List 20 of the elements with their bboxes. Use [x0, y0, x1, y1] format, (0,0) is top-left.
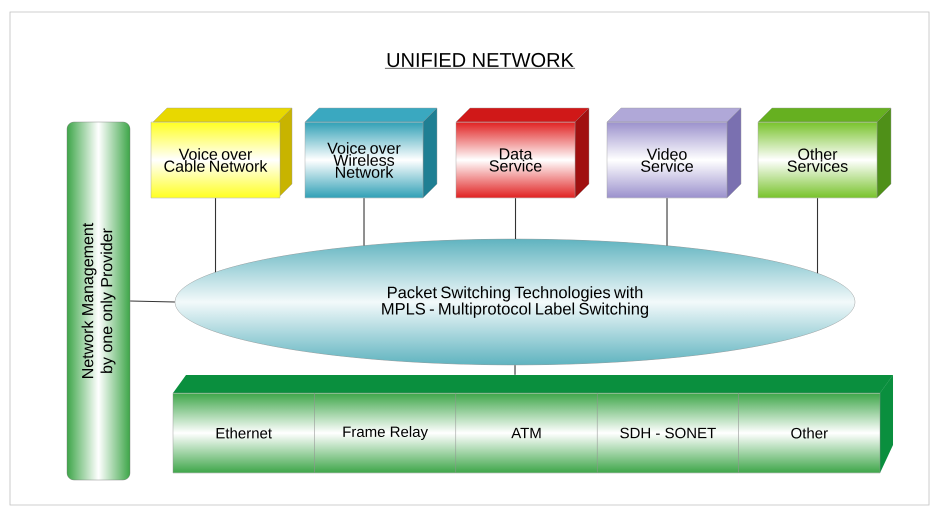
- title: UNIFIED NETWORK: [388, 52, 574, 68]
- connector-line: [130, 300, 175, 303]
- technology-cell: Frame Relay: [314, 392, 456, 474]
- connector-line: [514, 198, 516, 239]
- technology-band: [173, 375, 893, 473]
- service-box: Voice over Wireless Network: [304, 108, 438, 198]
- service-box: Video Service: [606, 108, 742, 198]
- connector-line: [816, 198, 818, 274]
- connector-line: [363, 198, 365, 246]
- service-box: Voice over Cable Network: [150, 108, 292, 198]
- service-box: Data Service: [456, 108, 590, 198]
- management-bar: Network Management by one only Provider: [66, 122, 130, 480]
- service-box: Other Services: [758, 108, 892, 198]
- technology-cell: Other: [738, 392, 880, 474]
- connector-line: [514, 365, 516, 375]
- technology-cell: SDH - SONET: [597, 392, 739, 474]
- technology-cell: ATM: [456, 392, 598, 474]
- technology-cell: Ethernet: [172, 392, 315, 474]
- connector-line: [214, 198, 216, 272]
- connector-line: [666, 198, 668, 246]
